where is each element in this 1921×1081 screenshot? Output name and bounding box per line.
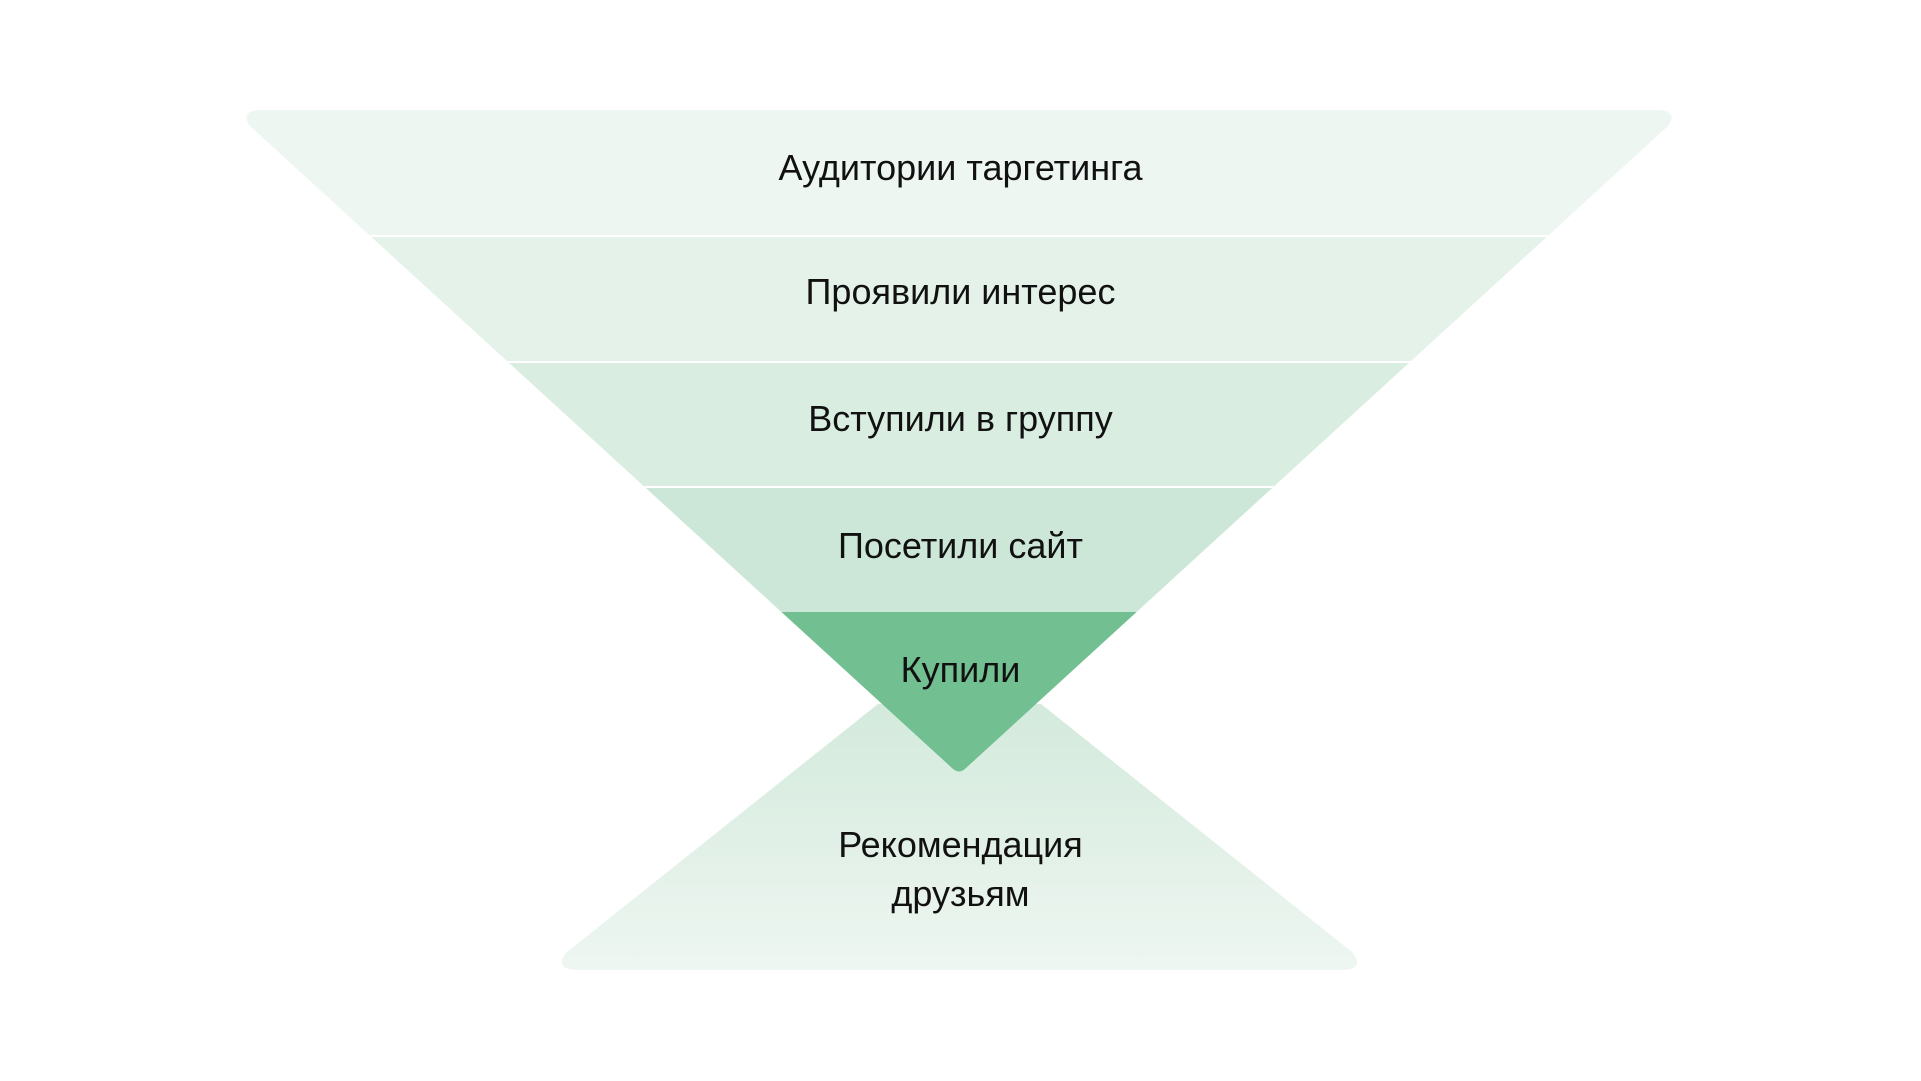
recommendation-shape: [561, 704, 1358, 970]
band-divider: [246, 486, 1672, 488]
band-divider: [246, 235, 1672, 237]
band-divider: [246, 361, 1672, 363]
stage-label-visited-site: Посетили сайт: [837, 525, 1084, 566]
funnel-band: [246, 612, 1672, 772]
stage-label-interest: Проявили интерес: [805, 271, 1116, 312]
stage-label-joined-group: Вступили в группу: [808, 398, 1113, 439]
stage-label-purchased: Купили: [900, 649, 1021, 690]
recommendation-label-line2: друзьям: [891, 873, 1030, 914]
funnel-band: [246, 110, 1672, 236]
stage-label-audiences: Аудитории таргетинга: [778, 147, 1143, 188]
recommendation-label-line1: Рекомендация: [838, 824, 1083, 865]
